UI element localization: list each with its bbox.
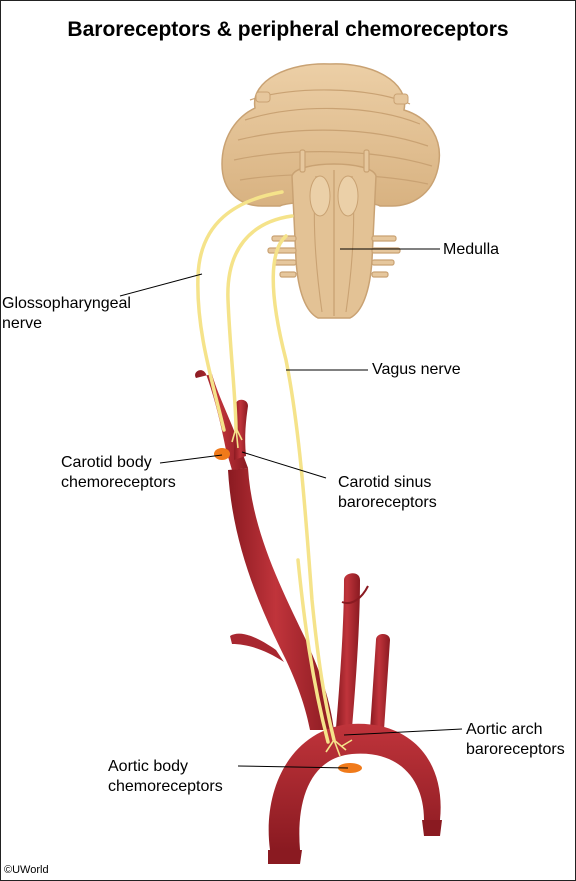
- label-aortic-body-line2: chemoreceptors: [108, 778, 223, 795]
- label-medulla: Medulla: [443, 240, 499, 260]
- aortic-arch: [268, 723, 441, 850]
- copyright-notice: ©UWorld: [4, 864, 49, 876]
- label-glossopharyngeal: Glossopharyngeal nerve: [2, 294, 131, 334]
- vagus-nerve: [271, 234, 336, 742]
- common-carotid-artery: [228, 468, 334, 730]
- label-carotid-sinus-line1: Carotid sinus: [338, 474, 432, 491]
- label-carotid-sinus-line2: baroreceptors: [338, 494, 437, 511]
- blood-vessels: [195, 370, 442, 864]
- glossopharyngeal-nerve-branch: [226, 214, 294, 432]
- label-aortic-arch: Aortic arch baroreceptors: [466, 720, 565, 760]
- label-aortic-body: Aortic body chemoreceptors: [108, 757, 223, 797]
- label-vagus: Vagus nerve: [372, 360, 461, 380]
- label-medulla-text: Medulla: [443, 241, 500, 258]
- subclavian-branch: [370, 634, 390, 730]
- label-vagus-text: Vagus nerve: [372, 361, 461, 378]
- label-aortic-body-line1: Aortic body: [108, 758, 189, 775]
- label-aortic-arch-line2: baroreceptors: [466, 741, 565, 758]
- label-glossopharyngeal-line1: Glossopharyngeal: [2, 295, 131, 312]
- pons-cerebellum: [221, 63, 441, 207]
- label-carotid-body-line1: Carotid body: [61, 454, 152, 471]
- glossopharyngeal-nerve: [196, 190, 284, 432]
- brainstem: [221, 63, 441, 319]
- vagus-nerve-aortic: [296, 558, 330, 744]
- nerves: [196, 190, 336, 744]
- label-carotid-body-line2: chemoreceptors: [61, 474, 176, 491]
- figure-title: Baroreceptors & peripheral chemoreceptor…: [67, 18, 509, 41]
- label-aortic-arch-line1: Aortic arch: [466, 721, 543, 738]
- label-carotid-body: Carotid body chemoreceptors: [61, 453, 176, 493]
- leader-lines: [119, 248, 463, 769]
- nerve-endings: [231, 427, 353, 757]
- aortic-body-marker: [338, 763, 362, 773]
- label-carotid-sinus: Carotid sinus baroreceptors: [338, 473, 437, 513]
- label-glossopharyngeal-line2: nerve: [2, 315, 43, 332]
- brachiocephalic-branch: [336, 573, 360, 728]
- carotid-body-marker: [214, 448, 230, 460]
